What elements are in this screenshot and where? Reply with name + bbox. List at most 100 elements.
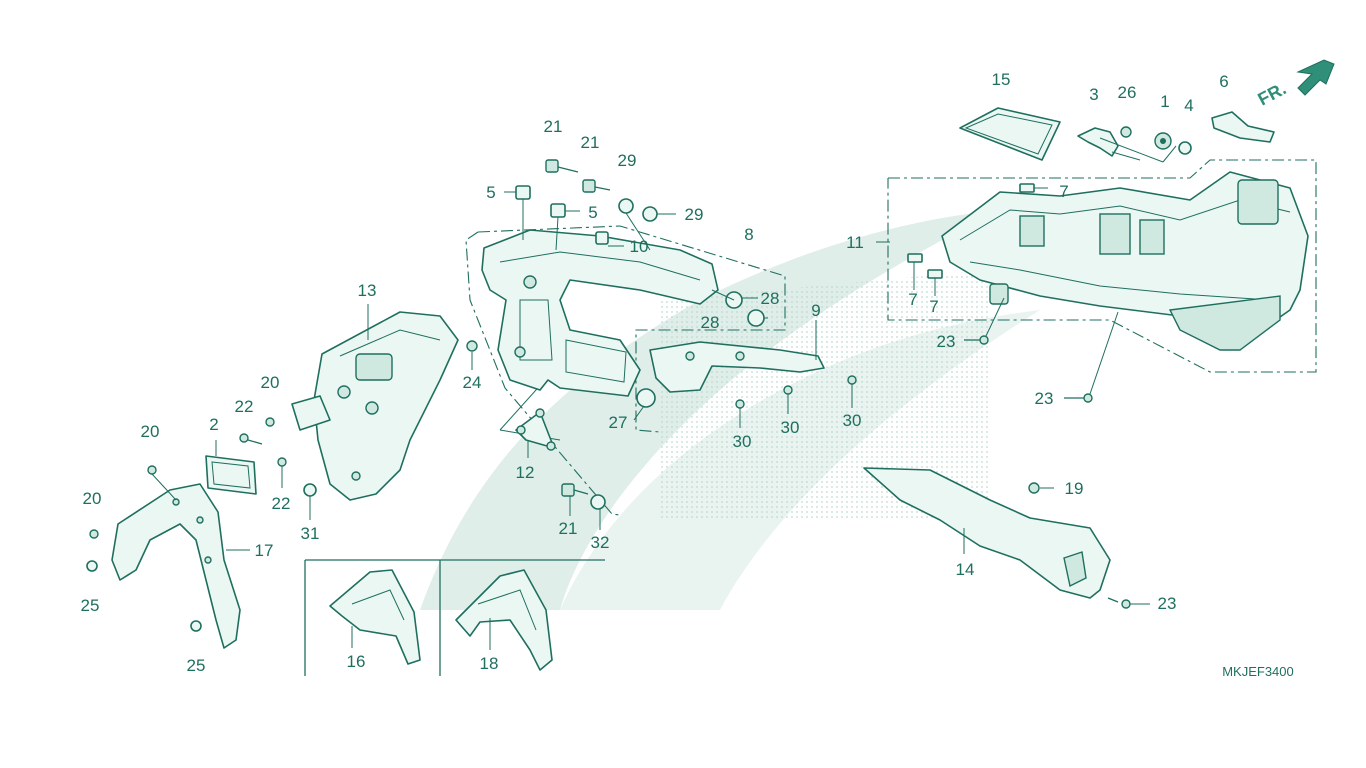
callout-17: 17 — [255, 541, 274, 560]
part-2-reflector — [205, 440, 257, 495]
part-25-collar-a — [86, 560, 98, 572]
callout-12: 12 — [516, 463, 535, 482]
callout-28-a: 28 — [761, 289, 780, 308]
fender-bracket — [291, 395, 331, 431]
part-30-screw-a — [735, 399, 745, 428]
part-25-collar-b — [190, 620, 202, 632]
part-13-fender — [313, 304, 459, 501]
callout-29-a: 29 — [618, 151, 637, 170]
part-22-screw-b — [277, 457, 287, 488]
part-18-bracket — [455, 569, 553, 671]
part-30-screw-b — [783, 385, 793, 414]
callout-26: 26 — [1118, 83, 1137, 102]
part-20-screw-c — [89, 529, 99, 539]
callout-21-a: 21 — [544, 117, 563, 136]
callout-21-b: 21 — [581, 133, 600, 152]
callout-30-c: 30 — [843, 411, 862, 430]
part-5-clip-a — [515, 185, 531, 200]
callout-15: 15 — [992, 70, 1011, 89]
callout-16: 16 — [347, 652, 366, 671]
part-17-bracket — [111, 473, 250, 649]
callout-22-a: 22 — [235, 397, 254, 416]
part-30-screw-c — [847, 375, 857, 408]
callout-31: 31 — [301, 524, 320, 543]
diagram-code: MKJEF3400 — [1222, 664, 1294, 679]
part-24-nut — [466, 340, 478, 352]
callout-27: 27 — [609, 413, 628, 432]
part-7-clip-a — [1019, 183, 1035, 193]
callout-7-c: 7 — [929, 297, 938, 316]
part-23-screw-b — [1064, 311, 1119, 403]
dotted-texture-watermark — [660, 270, 990, 520]
callout-5-a: 5 — [486, 183, 495, 202]
callout-7-b: 7 — [908, 290, 917, 309]
callout-19: 19 — [1065, 479, 1084, 498]
part-22-screw-a — [239, 433, 263, 445]
callout-11: 11 — [846, 233, 864, 252]
callout-30-a: 30 — [733, 432, 752, 451]
callout-20-b: 20 — [141, 422, 160, 441]
part-10-nut — [595, 231, 609, 245]
callout-23-a: 23 — [937, 332, 956, 351]
assembly-group-outlines — [304, 159, 1317, 676]
part-20-screw-a — [265, 417, 275, 427]
callout-labels: 15 3 26 1 4 6 7 11 7 7 23 23 21 21 29 29… — [81, 70, 1229, 675]
part-29-collar-a — [618, 198, 634, 214]
part-8-frame — [481, 229, 719, 397]
callout-32: 32 — [591, 533, 610, 552]
front-arrow-icon — [1296, 59, 1335, 96]
callout-25-a: 25 — [81, 596, 100, 615]
callout-1: 1 — [1160, 92, 1169, 111]
part-6-clip — [1211, 111, 1275, 143]
callout-7-a: 7 — [1059, 182, 1068, 201]
callout-10: 10 — [630, 237, 649, 256]
part-31-washer — [303, 483, 317, 497]
part-9-bracket — [649, 320, 825, 393]
part-19-clip — [1028, 482, 1040, 494]
part-28-grommet-b — [747, 309, 765, 327]
part-12-bracket — [515, 408, 556, 458]
callout-13: 13 — [358, 281, 377, 300]
callout-20-c: 20 — [83, 489, 102, 508]
callout-3: 3 — [1089, 85, 1098, 104]
part-3-bracket — [1077, 127, 1141, 161]
callout-25-b: 25 — [187, 656, 206, 675]
callout-6: 6 — [1219, 72, 1228, 91]
part-21-bolt-a — [545, 159, 579, 173]
part-23-screw-a — [964, 297, 1005, 345]
part-11-undertray — [941, 171, 1309, 351]
callout-4: 4 — [1184, 96, 1193, 115]
callout-24: 24 — [463, 373, 482, 392]
callout-30-b: 30 — [781, 418, 800, 437]
part-7-clip-b — [907, 253, 923, 263]
part-26-nut — [1120, 126, 1132, 138]
part-16-bracket — [329, 569, 421, 665]
callout-8: 8 — [744, 225, 753, 244]
callout-5-b: 5 — [588, 203, 597, 222]
part-4-washer — [1178, 141, 1192, 155]
part-20-screw-b — [147, 465, 157, 475]
part-21-bolt-c — [561, 483, 589, 516]
callout-2: 2 — [209, 415, 218, 434]
callout-21-c: 21 — [559, 519, 578, 538]
part-32-washer — [590, 494, 606, 510]
part-29-collar-b — [642, 206, 658, 222]
part-15-cover — [959, 107, 1061, 161]
part-27-grommet — [636, 388, 656, 408]
callout-9: 9 — [811, 301, 820, 320]
callout-23-c: 23 — [1158, 594, 1177, 613]
part-21-bolt-b — [582, 179, 611, 193]
callout-18: 18 — [480, 654, 499, 673]
part-1-grommet — [1154, 132, 1172, 150]
callout-28-b: 28 — [701, 313, 720, 332]
callout-20-a: 20 — [261, 373, 280, 392]
callout-22-b: 22 — [272, 494, 291, 513]
part-5-clip-b — [550, 203, 566, 218]
part-7-clip-c — [927, 269, 943, 279]
part-23-screw-c — [1107, 597, 1150, 609]
front-label: FR. — [1254, 78, 1289, 109]
callout-14: 14 — [956, 560, 975, 579]
callout-23-b: 23 — [1035, 389, 1054, 408]
part-14-side-cover — [863, 467, 1111, 599]
